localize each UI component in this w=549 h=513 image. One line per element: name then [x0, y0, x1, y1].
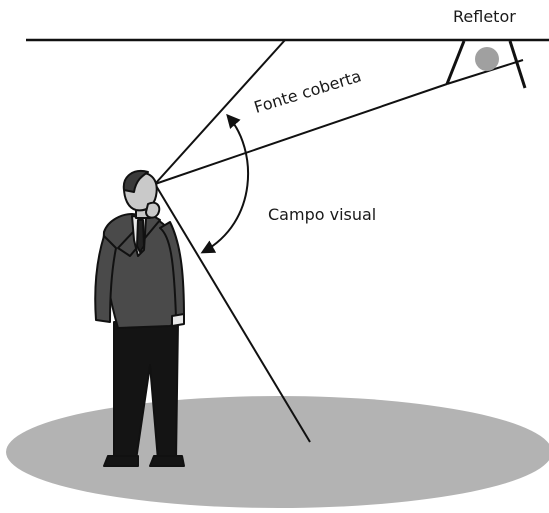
visual-field-label: Campo visual — [268, 207, 376, 223]
visual-field-arc — [203, 116, 248, 252]
ceiling-reflector-icon — [447, 41, 525, 88]
floor-light-ellipse — [6, 396, 549, 508]
reflector-label: Refletor — [453, 9, 516, 25]
